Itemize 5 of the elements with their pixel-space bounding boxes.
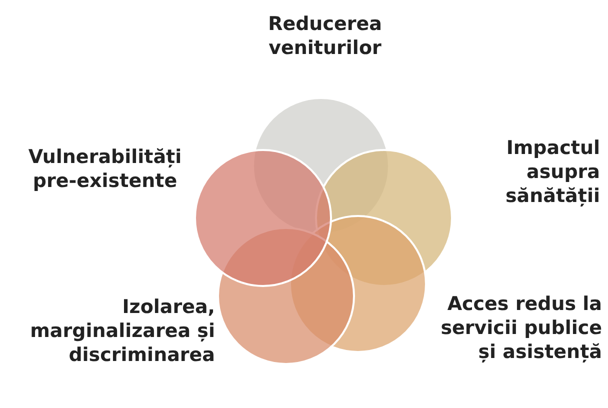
- circle-label: Reducerea veniturilor: [267, 12, 383, 60]
- circle-label: Acces redus la servicii publice și asistență: [440, 292, 602, 364]
- circle-label: Vulnerabilități pre-existente: [27, 145, 183, 193]
- circle-label: Izolarea, marginalizarea și discriminarea: [29, 295, 215, 367]
- circle-label: Impactul asupra sănătății: [504, 136, 600, 208]
